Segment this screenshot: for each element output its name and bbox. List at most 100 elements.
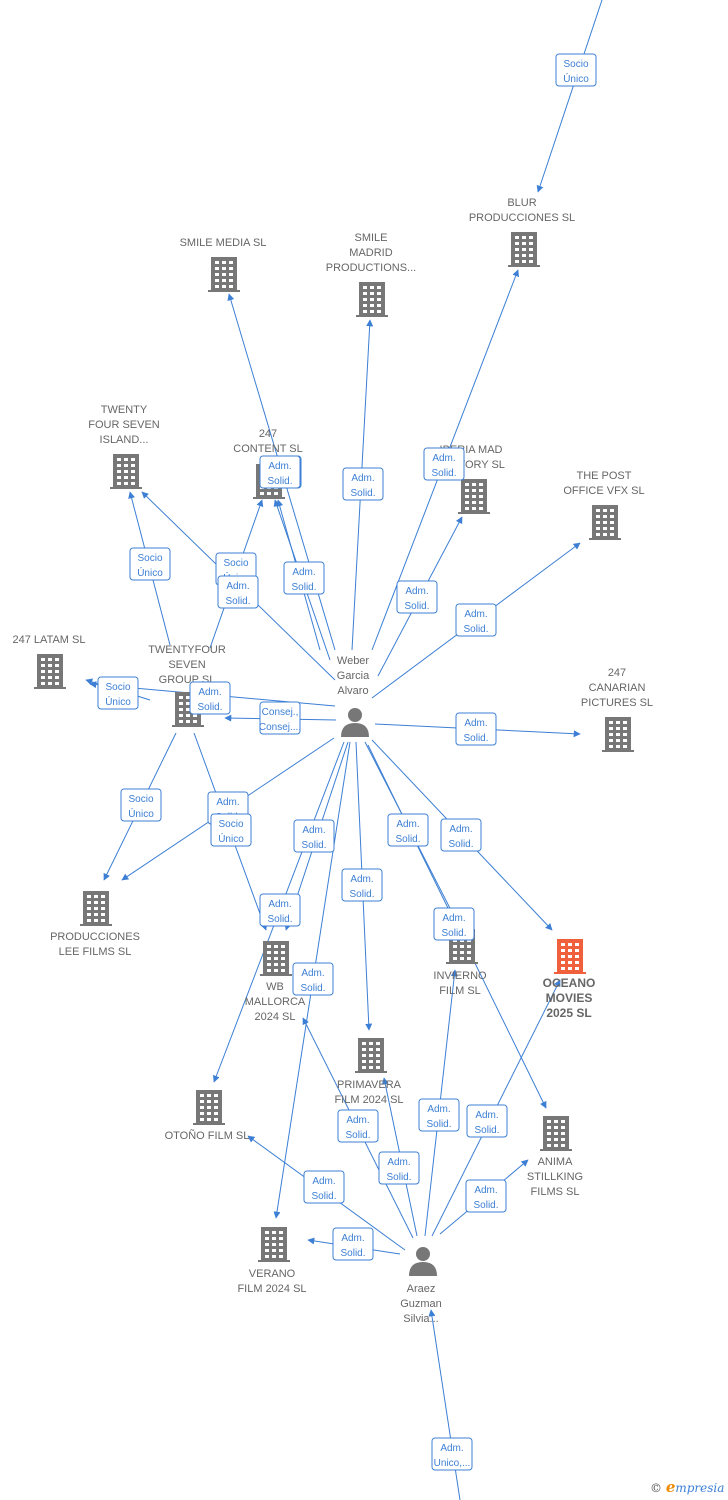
edge-label-box bbox=[283, 561, 325, 595]
company-node-latam[interactable]: 247 LATAM SL bbox=[13, 634, 86, 689]
node-label-line: PRIMAVERA bbox=[337, 1079, 402, 1091]
edge-label-e-bottom-araez[interactable]: Adm.Unico,... bbox=[431, 1437, 473, 1471]
edge-label-text: Adm. bbox=[427, 1104, 450, 1115]
edge-label-e-weber-primavera[interactable]: Adm.Solid. bbox=[341, 868, 383, 902]
edge-label-box bbox=[217, 575, 259, 609]
edge-label-e-araez-invierno[interactable]: Adm.Solid. bbox=[418, 1098, 460, 1132]
edge-label-box bbox=[465, 1179, 507, 1213]
edge-label-text: Adm. bbox=[350, 874, 373, 885]
edge-label-box bbox=[455, 603, 497, 637]
edge-label-box bbox=[440, 818, 482, 852]
node-label-line: Guzman bbox=[400, 1298, 442, 1310]
node-label-line: PRODUCTIONS... bbox=[326, 262, 416, 274]
company-node-smile_media[interactable]: SMILE MEDIA SL bbox=[180, 237, 267, 292]
edge-label-e-araez-anima[interactable]: Adm.Solid. bbox=[465, 1179, 507, 1213]
edge-label-e-araez-otono[interactable]: Adm.Solid. bbox=[303, 1170, 345, 1204]
node-label-line: 247 LATAM SL bbox=[13, 634, 86, 646]
node-label: 247 LATAM SL bbox=[13, 634, 86, 646]
edge-labels-layer: SocioÚnicoAdm.Solid.Adm.Solid.Adm.Solid.… bbox=[97, 53, 597, 1471]
edge-label-e-araez-oceano[interactable]: Adm.Solid. bbox=[466, 1104, 508, 1138]
edge-label-box bbox=[423, 447, 465, 481]
edge-label-text: Solid. bbox=[474, 1125, 499, 1136]
edge-label-e-araez-verano[interactable]: Adm.Solid. bbox=[332, 1227, 374, 1261]
edge-label-e-weber-wb[interactable]: Adm.Solid. bbox=[293, 819, 335, 853]
edge-label-text: Único bbox=[105, 695, 131, 708]
building-icon bbox=[602, 717, 634, 752]
edge-label-text: Solid. bbox=[463, 733, 488, 744]
edge-label-e-araez-primavera[interactable]: Adm.Solid. bbox=[378, 1151, 420, 1185]
edge-label-e-weber-anima[interactable]: Adm.Solid. bbox=[433, 907, 475, 941]
edge-label-text: Único bbox=[128, 807, 154, 820]
edge-label-text: Adm. bbox=[302, 825, 325, 836]
edge-label-text: Solid. bbox=[463, 624, 488, 635]
edge-label-text: Socio bbox=[563, 59, 588, 70]
node-label-line: VERANO bbox=[249, 1268, 296, 1280]
node-label-line: ISLAND... bbox=[100, 434, 149, 446]
company-node-otono[interactable]: OTOÑO FILM SL bbox=[165, 1090, 250, 1142]
edge-label-box bbox=[259, 893, 301, 927]
edge-label-box bbox=[387, 813, 429, 847]
edge-label-text: Único bbox=[218, 832, 244, 845]
edge-label-box bbox=[466, 1104, 508, 1138]
edge-label-e-weber-blur[interactable]: Adm.Solid. bbox=[423, 447, 465, 481]
node-label-line: FOUR SEVEN bbox=[88, 419, 160, 431]
building-icon bbox=[258, 1227, 290, 1262]
edge-label-box bbox=[129, 547, 171, 581]
node-label-line: 247 bbox=[259, 428, 277, 440]
edge-label-e-weber-island[interactable]: Adm.Solid. bbox=[217, 575, 259, 609]
edge-label-e-araez-wb[interactable]: Adm.Solid. bbox=[337, 1109, 379, 1143]
edge-label-e-weber-invierno[interactable]: Adm.Solid. bbox=[387, 813, 429, 847]
edge-label-box bbox=[120, 788, 162, 822]
edge-label-text: Solid. bbox=[350, 488, 375, 499]
node-label-line: TWENTYFOUR bbox=[148, 644, 226, 656]
edge-label-e-weber-smile-madrid[interactable]: Adm.Solid. bbox=[342, 467, 384, 501]
edge-label-e-weber-group[interactable]: Consej.,Consej.... bbox=[259, 701, 301, 735]
edge-label-text: Adm. bbox=[432, 453, 455, 464]
edge-label-box bbox=[455, 712, 497, 746]
building-icon bbox=[34, 654, 66, 689]
edge-label-box bbox=[189, 681, 231, 715]
edge-label-e-weber-latam[interactable]: Adm.Solid. bbox=[189, 681, 231, 715]
edge-label-text: Adm. bbox=[216, 797, 239, 808]
building-icon bbox=[193, 1090, 225, 1125]
edge-label-e-weber-247content-a[interactable]: Adm.Solid. bbox=[283, 561, 325, 595]
empresia-logo[interactable]: © empresia bbox=[650, 1478, 724, 1496]
edge-label-e-weber-verano[interactable]: Adm.Solid. bbox=[292, 962, 334, 996]
edge-label-e-weber-247content-b[interactable]: Adm.Solid. bbox=[259, 455, 301, 489]
node-label-line: STILLKING bbox=[527, 1171, 583, 1183]
edge-label-text: Adm. bbox=[464, 609, 487, 620]
edge-label-e-weber-iberia[interactable]: Adm.Solid. bbox=[396, 580, 438, 614]
node-label-line: Garcia bbox=[337, 670, 370, 682]
edge-label-text: Adm. bbox=[396, 819, 419, 830]
edge-label-e-weber-otono[interactable]: Adm.Solid. bbox=[259, 893, 301, 927]
edge-label-e-weber-postoffice[interactable]: Adm. Solid. bbox=[455, 603, 497, 637]
edge-label-text: Socio bbox=[223, 558, 248, 569]
edge-label-e-weber-oceano[interactable]: Adm.Solid. bbox=[440, 818, 482, 852]
node-label-line: MALLORCA bbox=[245, 996, 306, 1008]
edge-label-e-weber-canarian[interactable]: Adm.Solid. bbox=[455, 712, 497, 746]
edge-label-text: Solid. bbox=[300, 983, 325, 994]
edge-label-text: Solid. bbox=[441, 928, 466, 939]
edge-label-text: Solid. bbox=[473, 1200, 498, 1211]
